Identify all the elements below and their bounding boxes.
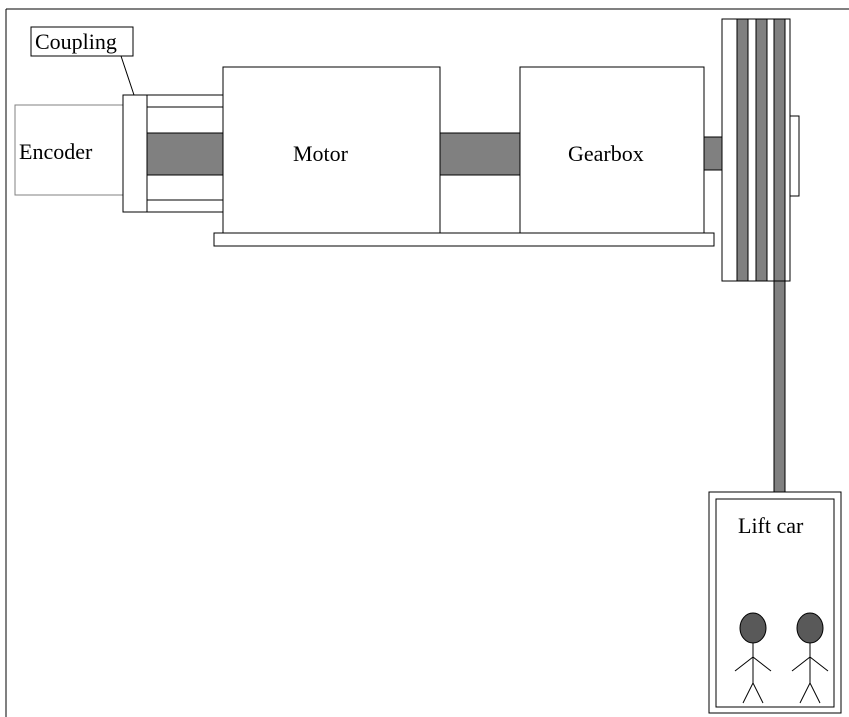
output-shaft — [703, 136, 723, 171]
motor-label: Motor — [293, 141, 349, 166]
lift-car: Lift car — [708, 491, 842, 714]
sheave — [721, 18, 800, 282]
coupling-block — [122, 94, 224, 213]
coupling-leader-line — [120, 55, 135, 96]
coupling-label: Coupling — [35, 29, 117, 54]
encoder-block: Encoder — [14, 104, 124, 196]
gearbox-label: Gearbox — [568, 141, 644, 166]
sheave-hub — [789, 115, 800, 197]
motor-gearbox-shaft — [439, 132, 521, 176]
lift-car-label: Lift car — [738, 513, 804, 538]
passenger-head — [796, 612, 824, 644]
base-plate — [213, 232, 715, 247]
sheave-groove — [773, 18, 786, 282]
passenger-head — [739, 612, 767, 644]
motor-block: Motor — [222, 66, 441, 234]
passenger-figure — [734, 612, 772, 704]
coupling-callout: Coupling — [30, 26, 135, 96]
encoder-shaft — [146, 132, 224, 176]
gearbox-block: Gearbox — [519, 66, 705, 234]
passenger-figure — [791, 612, 829, 704]
encoder-label: Encoder — [19, 139, 93, 164]
hoist-rope — [773, 280, 786, 493]
sheave-groove — [755, 18, 768, 282]
sheave-groove — [736, 18, 749, 282]
